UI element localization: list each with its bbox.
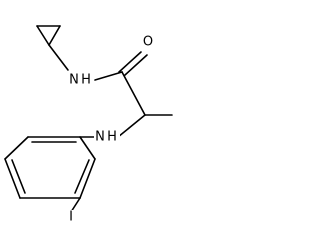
- benzene-ring: [4, 136, 96, 199]
- amine-nh-label-bg: [94, 130, 120, 144]
- carbonyl-double-bond: [118, 51, 148, 76]
- amine-hydrogen-label: H: [107, 130, 117, 145]
- cyclopropyl-ring: [36, 25, 61, 46]
- amide-hydrogen-label: H: [81, 73, 91, 88]
- oxygen-label-bg: [141, 35, 155, 49]
- bond-cp-n: [48, 44, 69, 71]
- amide-nitrogen-label: N: [69, 73, 79, 88]
- chemical-structure-diagram: O N H N H I: [4, 25, 173, 225]
- bond-co-b: [124, 54, 148, 76]
- ring-bond-5: [79, 158, 96, 199]
- bond-alpha-amine: [117, 114, 146, 138]
- amide-nh-label-bg: [66, 73, 94, 87]
- bond-co-a: [118, 51, 142, 73]
- oxygen-atom-label: O: [143, 35, 153, 50]
- iodine-atom-label: I: [69, 210, 73, 225]
- amine-nitrogen-label: N: [95, 130, 105, 145]
- ring-bond-6: [79, 136, 96, 160]
- bond-cp-right: [48, 25, 61, 46]
- bond-n-carbonyl: [94, 71, 123, 81]
- ring-inner-3: [74, 159, 90, 194]
- bond-cp-left: [36, 25, 50, 46]
- ring-bond-3: [4, 158, 21, 199]
- bond-aryl-iodine: [70, 197, 81, 213]
- ring-bond-2: [4, 136, 29, 160]
- bond-carbonyl-alpha: [121, 71, 146, 116]
- ring-inner-2: [11, 159, 26, 194]
- iodine-label-bg: [66, 210, 76, 224]
